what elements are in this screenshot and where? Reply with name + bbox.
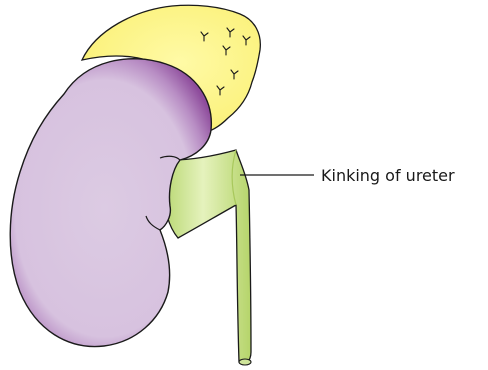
label-kinking-of-ureter: Kinking of ureter <box>321 166 455 185</box>
renal-pelvis-ureter <box>164 150 251 365</box>
